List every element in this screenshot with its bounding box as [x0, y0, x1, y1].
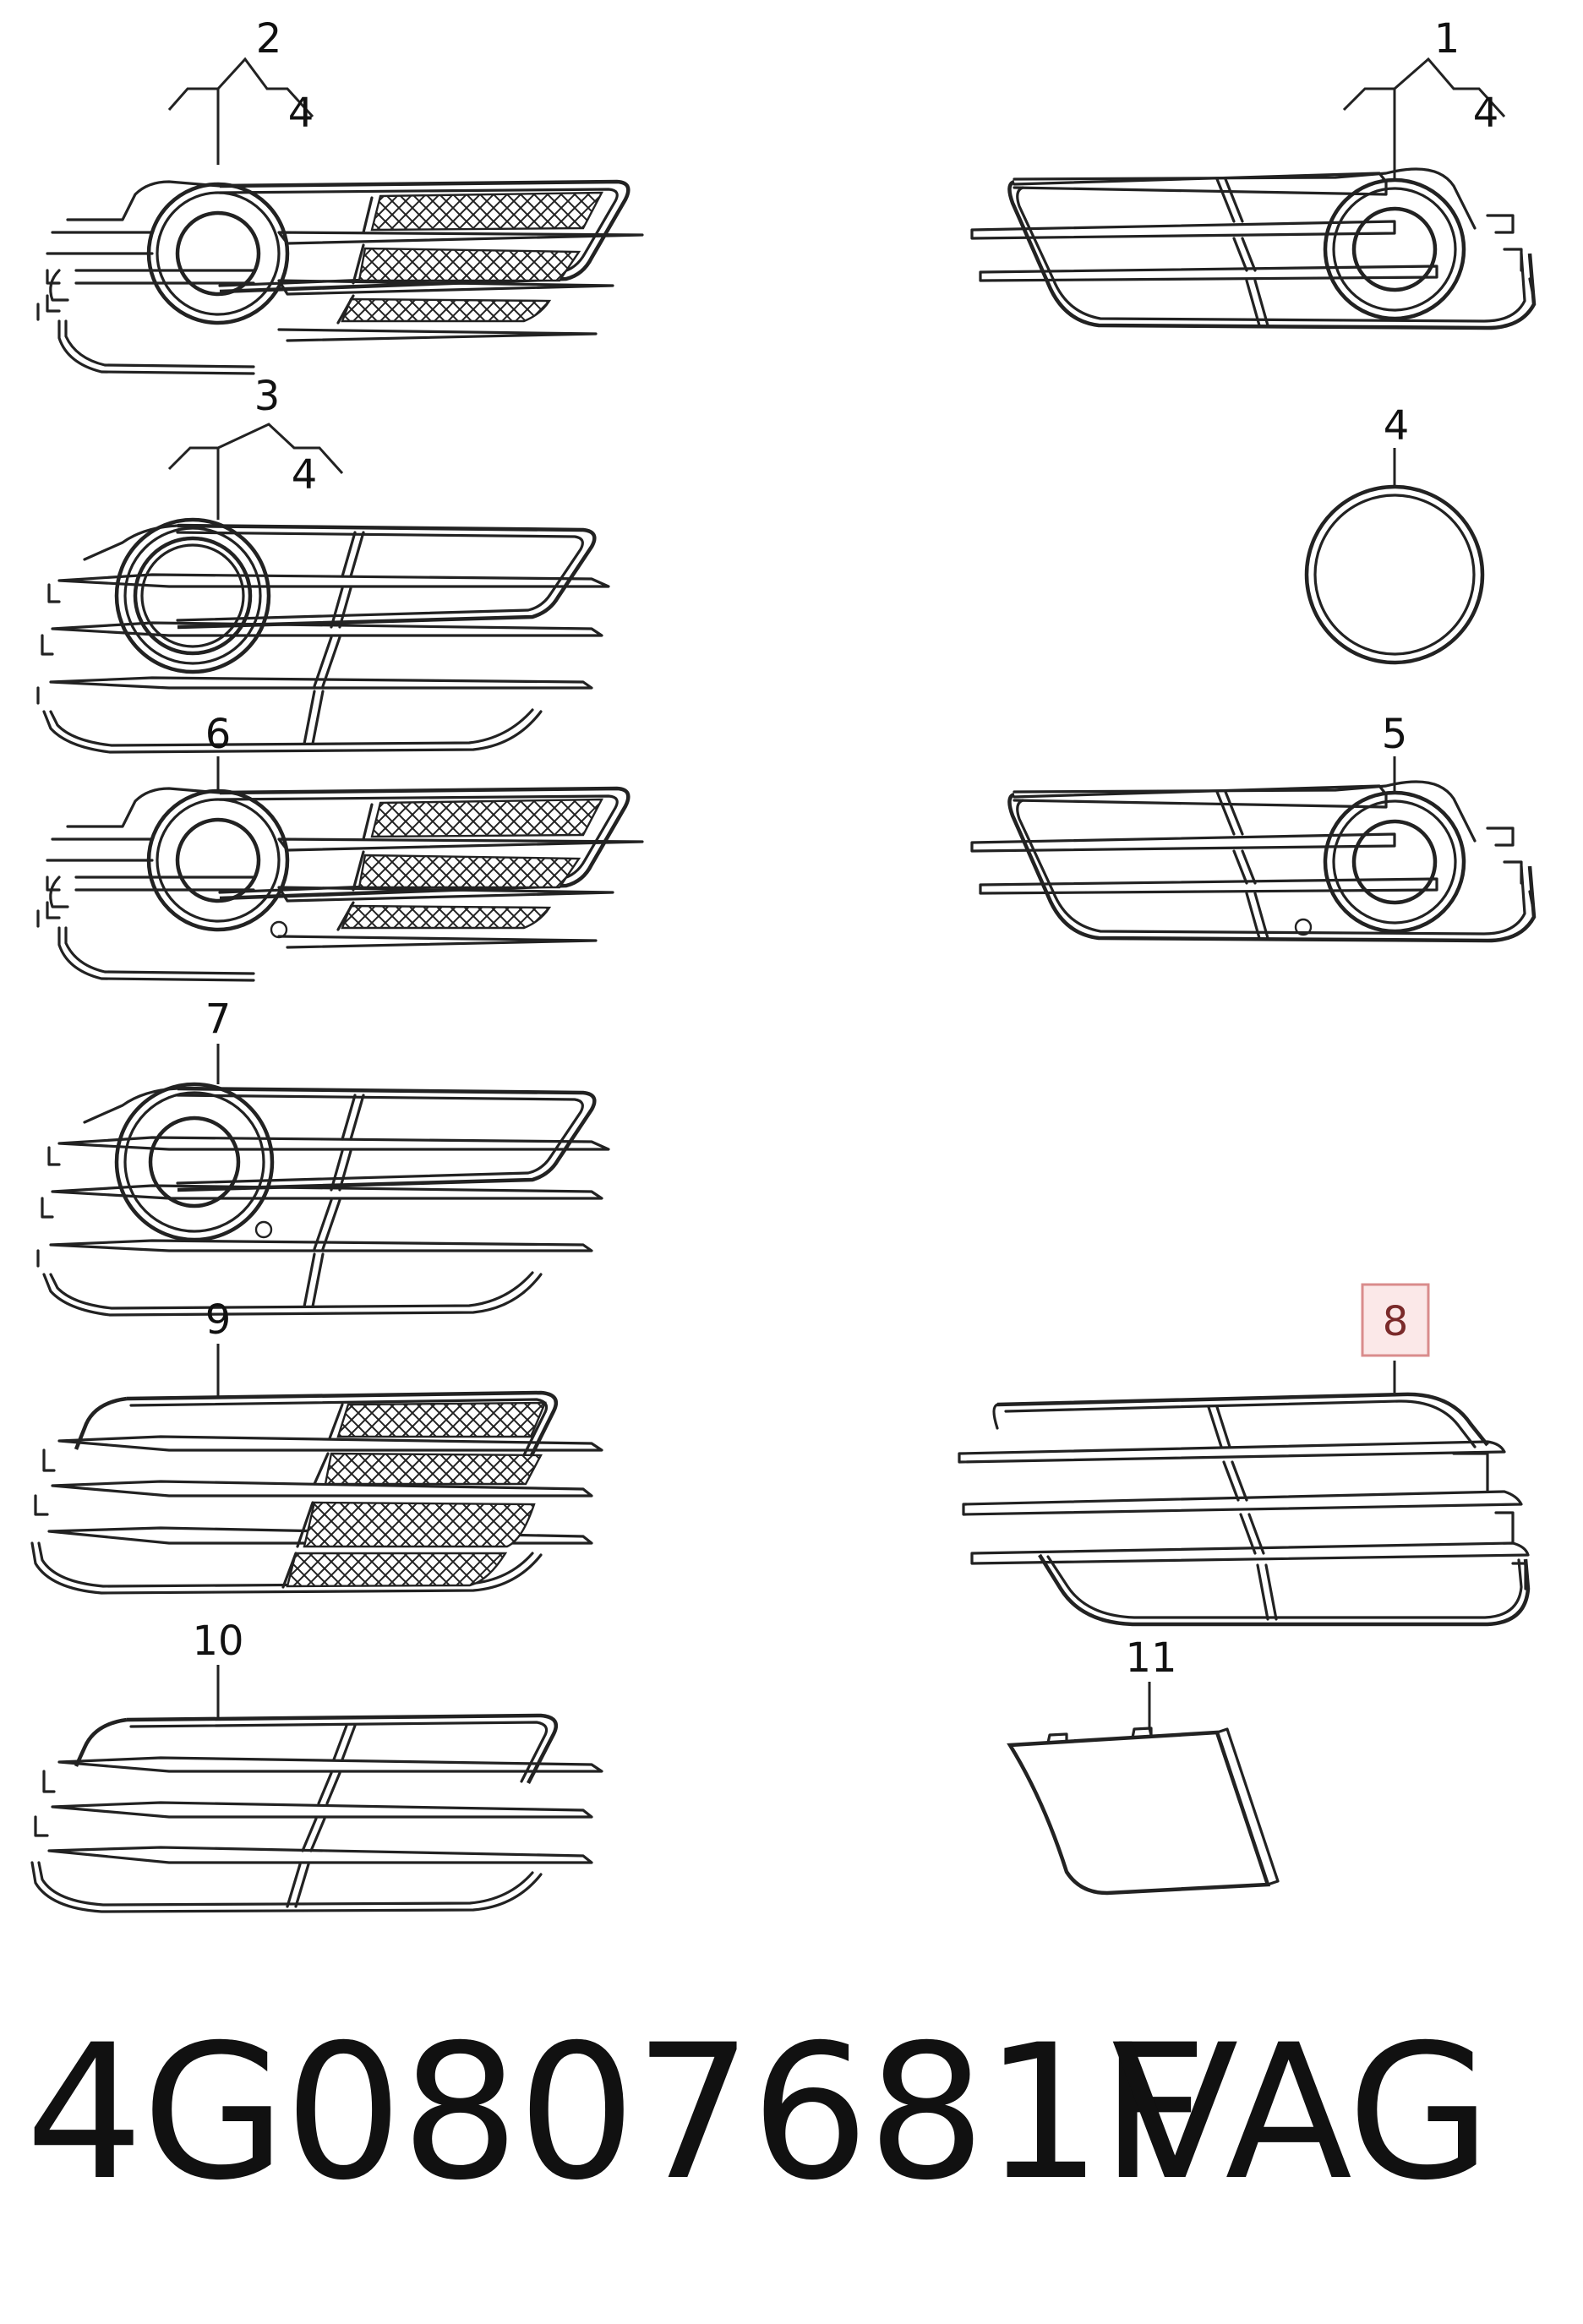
callout-2-sub-4[interactable]: 4 — [288, 90, 314, 137]
callout-2-leader — [167, 57, 314, 165]
callout-11[interactable]: 11 — [1125, 1634, 1176, 1682]
callout-6[interactable]: 6 — [205, 711, 232, 758]
callout-3-leader — [167, 423, 344, 520]
part-5-grille-right-ring — [972, 782, 1534, 941]
part-11-cover — [1007, 1727, 1280, 1896]
part-8-grille-right-plain — [959, 1394, 1528, 1624]
callout-8-highlight-box — [1361, 1283, 1430, 1357]
brand-label: VAG — [1111, 2005, 1492, 2221]
callout-8[interactable]: 8 — [1383, 1298, 1409, 1345]
part-number-label: 4G0807681F — [25, 2005, 1208, 2221]
callout-1-leader — [1342, 57, 1506, 182]
part-6-grille-left-mesh — [38, 788, 642, 980]
callout-3[interactable]: 3 — [254, 373, 281, 420]
part-7-grille-left-ring — [38, 1082, 609, 1315]
callout-9[interactable]: 9 — [205, 1296, 232, 1344]
callout-4[interactable]: 4 — [1384, 402, 1410, 450]
callout-5[interactable]: 5 — [1382, 711, 1408, 758]
callout-3-sub-4[interactable]: 4 — [292, 451, 318, 499]
callout-2[interactable]: 2 — [256, 15, 282, 63]
part-2-grille-left-mesh-ring — [38, 182, 642, 374]
callout-10[interactable]: 10 — [192, 1618, 243, 1665]
callout-7[interactable]: 7 — [205, 996, 232, 1043]
part-10-grille-left-plain — [30, 1713, 603, 1913]
callout-1-sub-4[interactable]: 4 — [1473, 90, 1499, 137]
part-1-grille-right-ring — [972, 169, 1534, 328]
part-3-grille-left-ring — [38, 517, 609, 752]
part-9-grille-left-mesh — [30, 1390, 603, 1595]
part-4-ring — [1304, 448, 1485, 665]
callout-1[interactable]: 1 — [1434, 15, 1460, 63]
